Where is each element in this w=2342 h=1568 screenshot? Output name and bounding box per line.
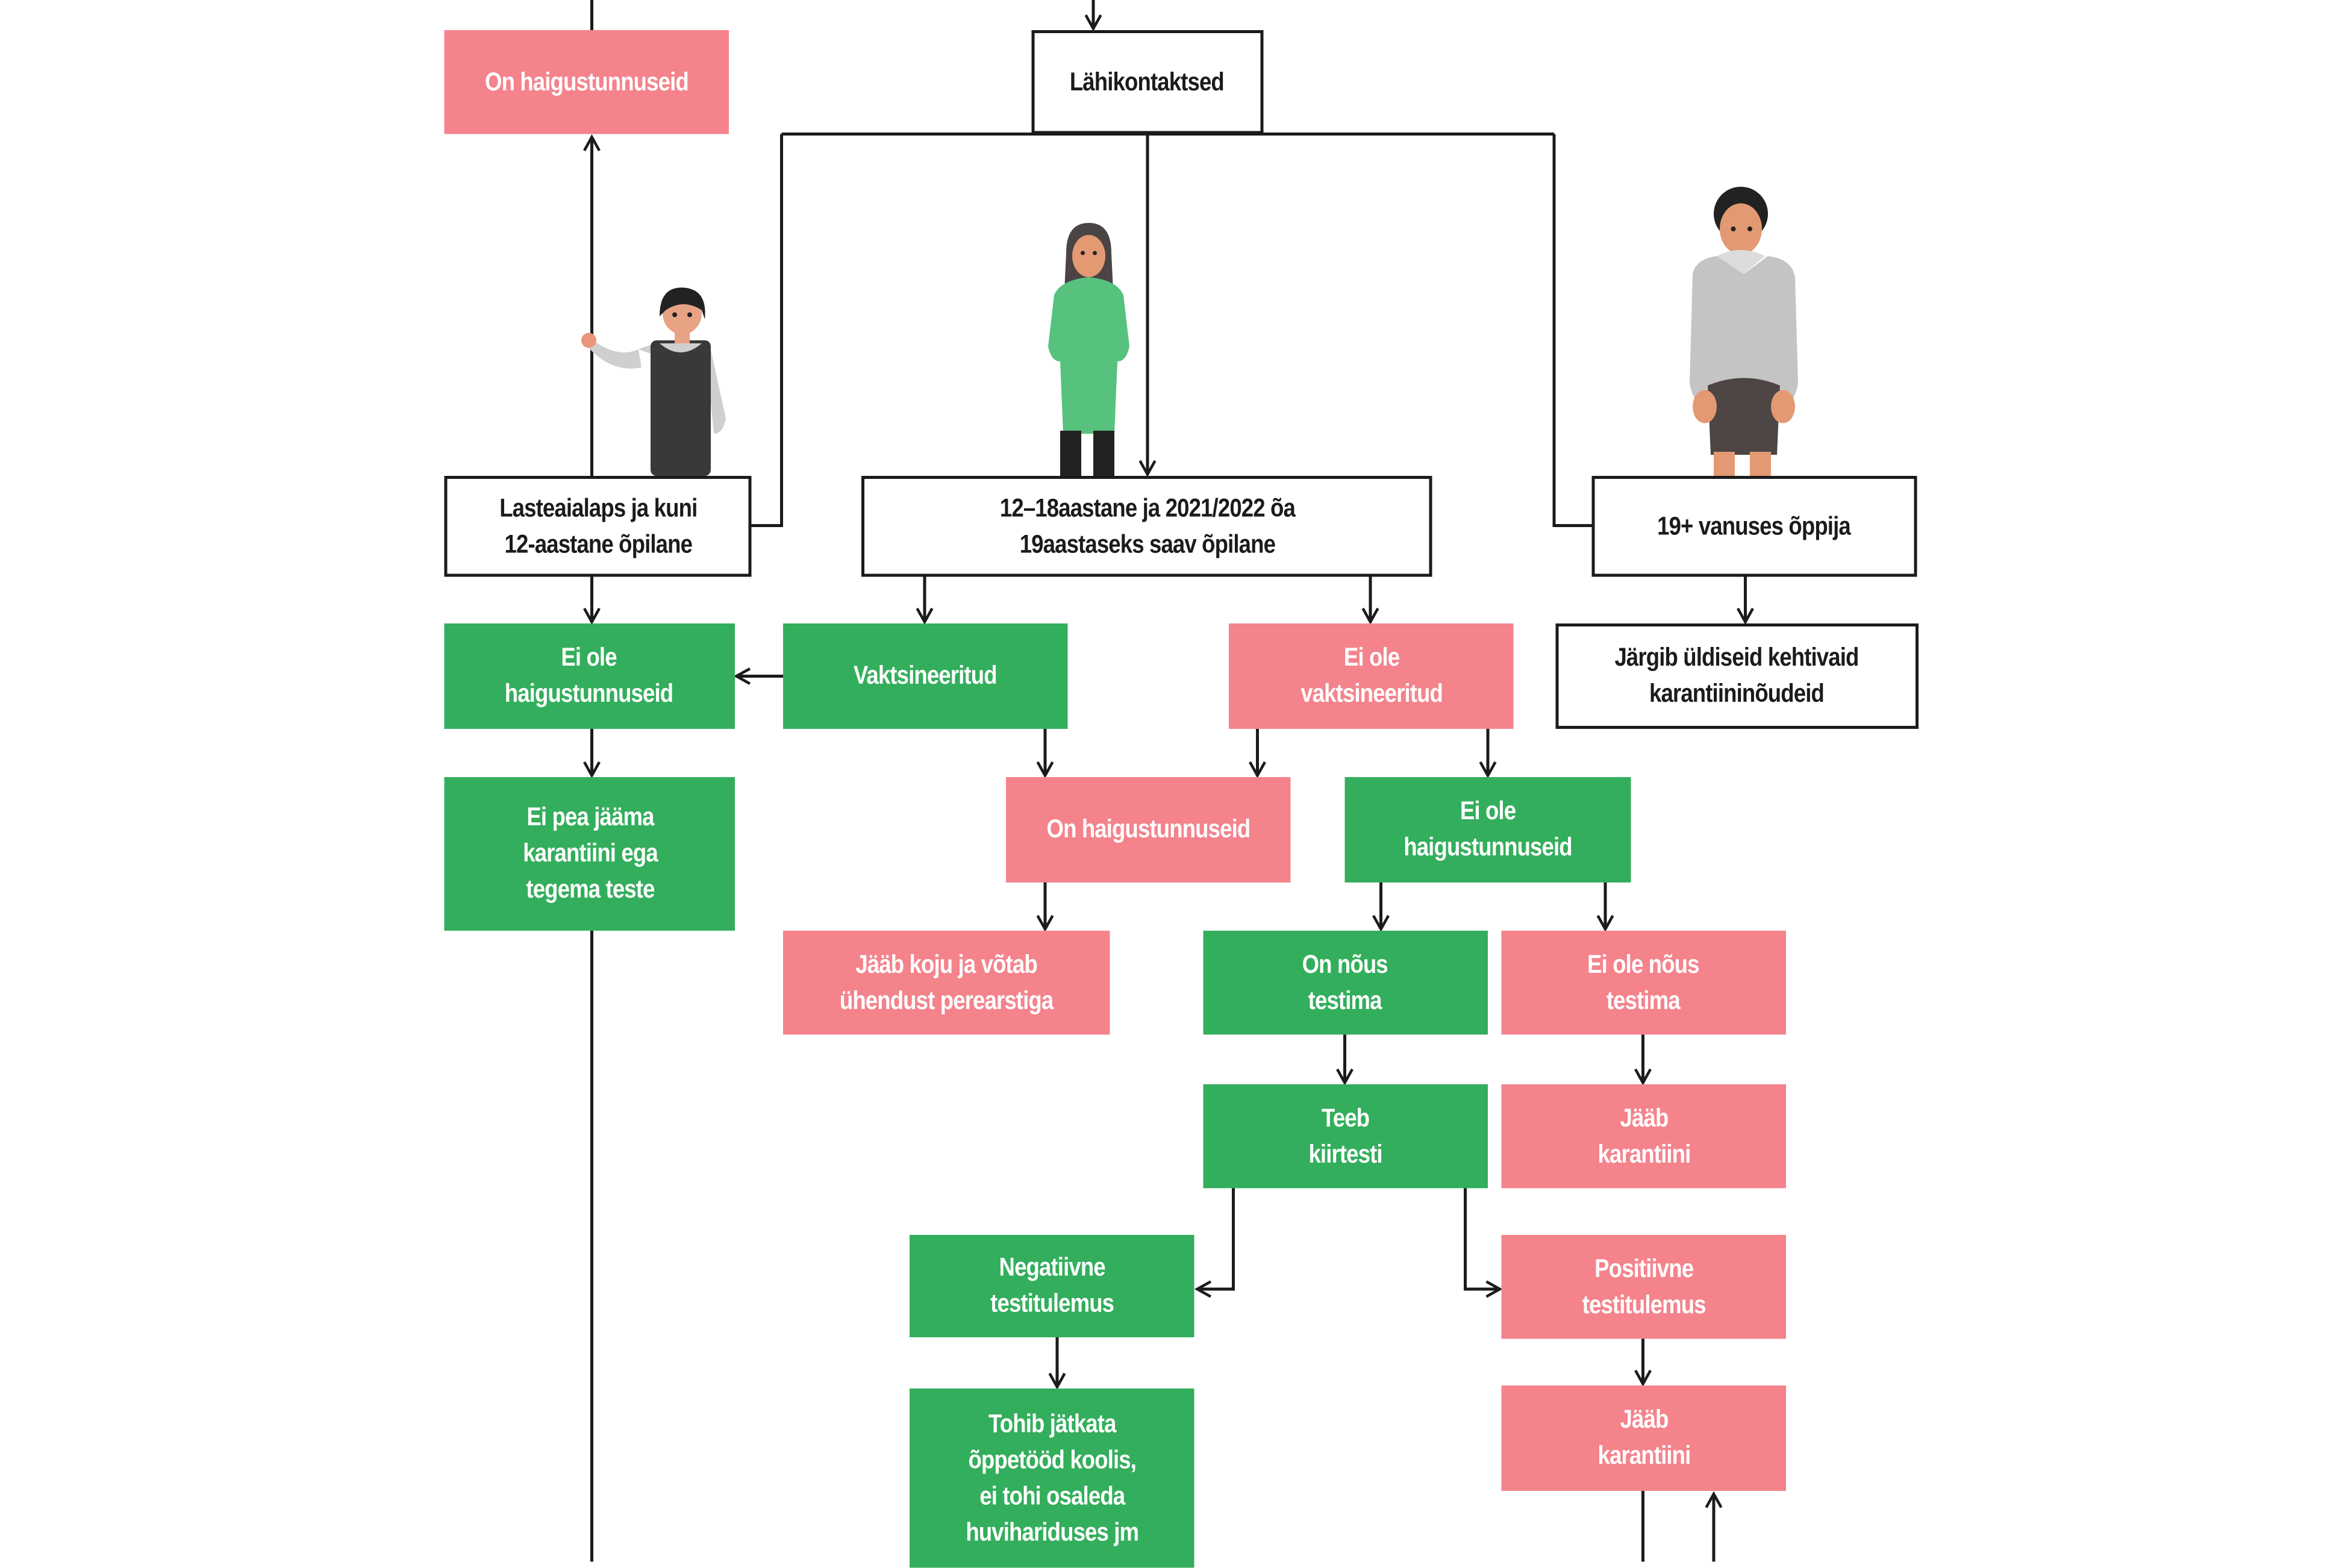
node-label: Ei ole vaktsineeritud	[1300, 643, 1443, 708]
node-refuses-test: Ei ole nõus testima	[1501, 931, 1786, 1035]
node-label: Teeb kiirtesti	[1308, 1103, 1383, 1168]
node-label: Ei ole haigustunnuseid	[1404, 796, 1572, 862]
node-label: Positiivne testitulemus	[1582, 1254, 1706, 1319]
node-may-continue: Tohib jätkata õppetööd koolis, ei tohi o…	[910, 1388, 1194, 1568]
node-group-teen: 12–18aastane ja 2021/2022 õa 19aastaseks…	[861, 476, 1432, 577]
node-quarantine-2: Jääb karantiini	[1501, 1385, 1786, 1491]
connector-bus-to-child	[751, 134, 783, 527]
node-label: 12–18aastane ja 2021/2022 õa 19aastaseks…	[999, 493, 1295, 558]
node-label: Negatiivne testitulemus	[990, 1253, 1114, 1318]
node-no-symptoms: Ei ole haigustunnuseid	[1344, 777, 1631, 882]
node-group-adult: 19+ vanuses õppija	[1591, 476, 1917, 577]
node-label: Jääb karantiini	[1597, 1103, 1691, 1168]
node-group-child: Lasteaialaps ja kuni 12-aastane õpilane	[444, 476, 752, 577]
node-label: On haigustunnuseid	[484, 67, 689, 96]
connector-rapid-to-negative	[1194, 1188, 1235, 1298]
child-figure-icon	[581, 287, 726, 476]
node-top-symptoms: On haigustunnuseid	[444, 30, 729, 134]
node-label: Lasteaialaps ja kuni 12-aastane õpilane	[499, 493, 697, 558]
node-stay-home: Jääb koju ja võtab ühendust perearstiga	[783, 931, 1110, 1035]
node-negative-result: Negatiivne testitulemus	[910, 1235, 1194, 1337]
node-label: Jääb karantiini	[1597, 1405, 1691, 1470]
node-label: Järgib üldiseid kehtivaid karantiininõud…	[1615, 643, 1860, 708]
connector-rapid-to-positive	[1463, 1188, 1503, 1298]
node-label: 19+ vanuses õppija	[1658, 511, 1852, 540]
node-vaccinated: Vaktsineeritud	[783, 623, 1068, 729]
teen-figure-icon	[1048, 223, 1129, 476]
node-no-quarantine: Ei pea jääma karantiini ega tegema teste	[444, 777, 735, 931]
node-label: Ei ole nõus testima	[1587, 949, 1700, 1014]
node-label: On nõus testima	[1302, 949, 1389, 1014]
node-close-contacts: Lähikontaktsed	[1031, 30, 1264, 134]
node-label: On haigustunnuseid	[1046, 814, 1251, 844]
node-label: Jääb koju ja võtab ühendust perearstiga	[840, 949, 1054, 1014]
node-adult-rules: Järgib üldiseid kehtivaid karantiininõud…	[1555, 623, 1919, 729]
node-quarantine-1: Jääb karantiini	[1501, 1084, 1786, 1188]
node-has-symptoms: On haigustunnuseid	[1006, 777, 1291, 882]
node-child-no-symptoms: Ei ole haigustunnuseid	[444, 623, 735, 729]
node-label: Lähikontaktsed	[1070, 67, 1225, 96]
node-label: Ei pea jääma karantiini ega tegema teste	[522, 802, 657, 904]
adult-figure-icon	[1690, 187, 1798, 476]
node-agrees-test: On nõus testima	[1203, 931, 1488, 1035]
node-label: Vaktsineeritud	[854, 661, 998, 690]
node-rapid-test: Teeb kiirtesti	[1203, 1084, 1488, 1188]
node-positive-result: Positiivne testitulemus	[1501, 1235, 1786, 1339]
node-label: Tohib jätkata õppetööd koolis, ei tohi o…	[965, 1408, 1139, 1546]
node-not-vaccinated: Ei ole vaktsineeritud	[1229, 623, 1514, 729]
connector-bus-to-adult	[1552, 134, 1592, 527]
node-label: Ei ole haigustunnuseid	[505, 643, 674, 708]
